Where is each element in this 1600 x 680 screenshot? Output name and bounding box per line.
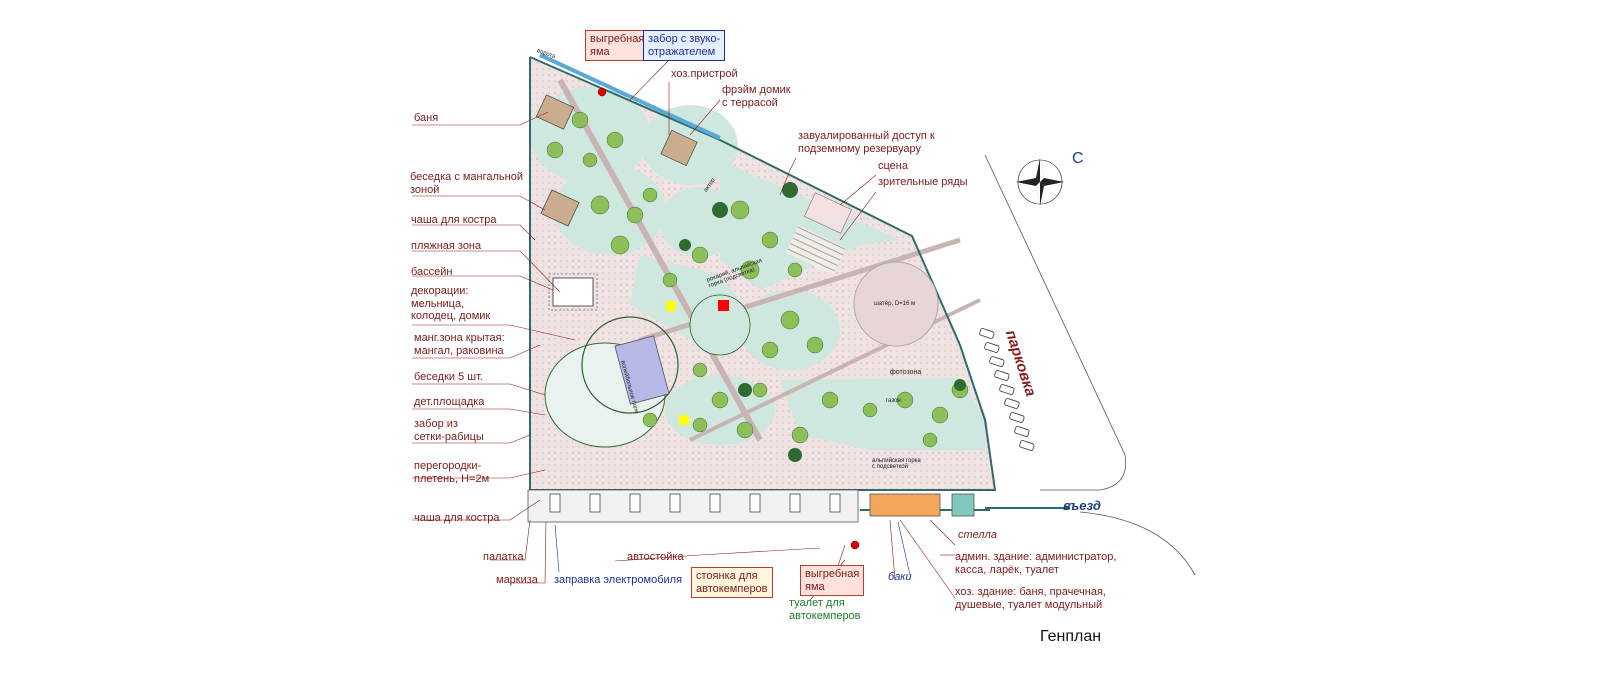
sound-fence: [539, 53, 721, 140]
label-freym-domik: фрэйм домик с террасой: [722, 84, 791, 109]
label-zabor-setki: забор из сетки-рабицы: [414, 418, 484, 443]
yellow-marker: [666, 301, 676, 311]
besedka-building: [540, 189, 580, 227]
label-avtostoyka: автостойка: [627, 551, 684, 563]
label-admin: админ. здание: администратор, касса, лар…: [955, 551, 1117, 576]
tent-circle: [853, 261, 939, 347]
leader-lines-blue: [554, 521, 911, 576]
parking-cars: [979, 328, 1035, 451]
compass-icon: [1016, 158, 1064, 206]
label-markiza: маркиза: [496, 574, 538, 586]
audience-rows: [786, 225, 846, 275]
frame-house: [660, 129, 698, 167]
volleyball-court: [614, 335, 670, 405]
pit-marker: [850, 540, 860, 550]
entry-label: въезд: [1063, 498, 1101, 513]
label-besedka-mangal: беседка с мангальной зоной: [410, 171, 524, 196]
label-det-ploshadka: дет.площадка: [414, 396, 485, 408]
red-marker: [718, 300, 729, 311]
dark-trees: [679, 182, 966, 462]
pool: [552, 277, 594, 307]
label-hoz-pristroy: хоз.пристрой: [671, 68, 738, 80]
label-stella: стелла: [958, 529, 997, 541]
stage: [803, 192, 853, 234]
label-zavualirovanny: завуалированный доступ к подземному резе…: [798, 130, 935, 155]
camper-row: [527, 489, 859, 523]
label-vygrebnaya-yama-top: выгребная яма: [585, 30, 650, 61]
banya-building: [535, 94, 575, 130]
label-banya: баня: [414, 112, 439, 124]
label-scena: сцена: [878, 160, 908, 172]
inner-label-alpinarium: альпийская горка с подсветкой: [872, 458, 921, 470]
label-chasha-kostra-1: чаша для костра: [411, 214, 497, 226]
round-plaza: [581, 316, 679, 414]
label-chasha-kostra-2: чаша для костра: [414, 512, 500, 524]
lawn-zone: [554, 165, 666, 255]
label-vygrebnaya-yama-bottom: выгребная яма: [800, 565, 865, 596]
pit-marker: [597, 87, 607, 97]
yellow-marker: [679, 415, 689, 425]
label-mangzona: манг.зона крытая: мангал, раковина: [414, 332, 505, 357]
label-zapravka: заправка электромобиля: [554, 574, 683, 586]
admin-building: [869, 493, 941, 517]
label-zritelnye: зрительные ряды: [878, 176, 968, 188]
label-tualet-avto: туалет для автокемперов: [789, 597, 861, 622]
inner-label-fotozona: фотозона: [890, 369, 922, 376]
label-besedki5: беседки 5 шт.: [414, 371, 483, 383]
stella: [951, 493, 975, 517]
lawn-zone: [720, 160, 900, 290]
label-stoyanka: стоянка для автокемперов: [691, 567, 773, 598]
label-baki: баки: [888, 571, 912, 583]
label-hoz-zdanie: хоз. здание: баня, прачечная, душевые, т…: [955, 586, 1106, 611]
road-edge: [1079, 511, 1196, 576]
label-zabor-zvuk: забор с звуко- отражателем: [643, 30, 726, 61]
label-palatka: палатка: [483, 551, 524, 563]
camper-slots: [549, 493, 841, 513]
label-peregorodki: перегородки- плетень, Н=2м: [414, 460, 490, 485]
inner-label-shater: шатёр, D=16 м: [874, 301, 916, 307]
label-dekoracii: декорации: мельница, колодец, домик: [411, 285, 491, 322]
label-plyazhnaya: пляжная зона: [411, 240, 482, 252]
road-edge: [984, 154, 1127, 491]
inner-label-gazon: газон: [886, 398, 901, 404]
compass-north-label: С: [1072, 150, 1084, 167]
trees: [546, 111, 969, 448]
central-garden: [689, 294, 751, 356]
label-basseyn: бассейн: [411, 266, 453, 278]
plan-title: Генплан: [1040, 628, 1102, 645]
